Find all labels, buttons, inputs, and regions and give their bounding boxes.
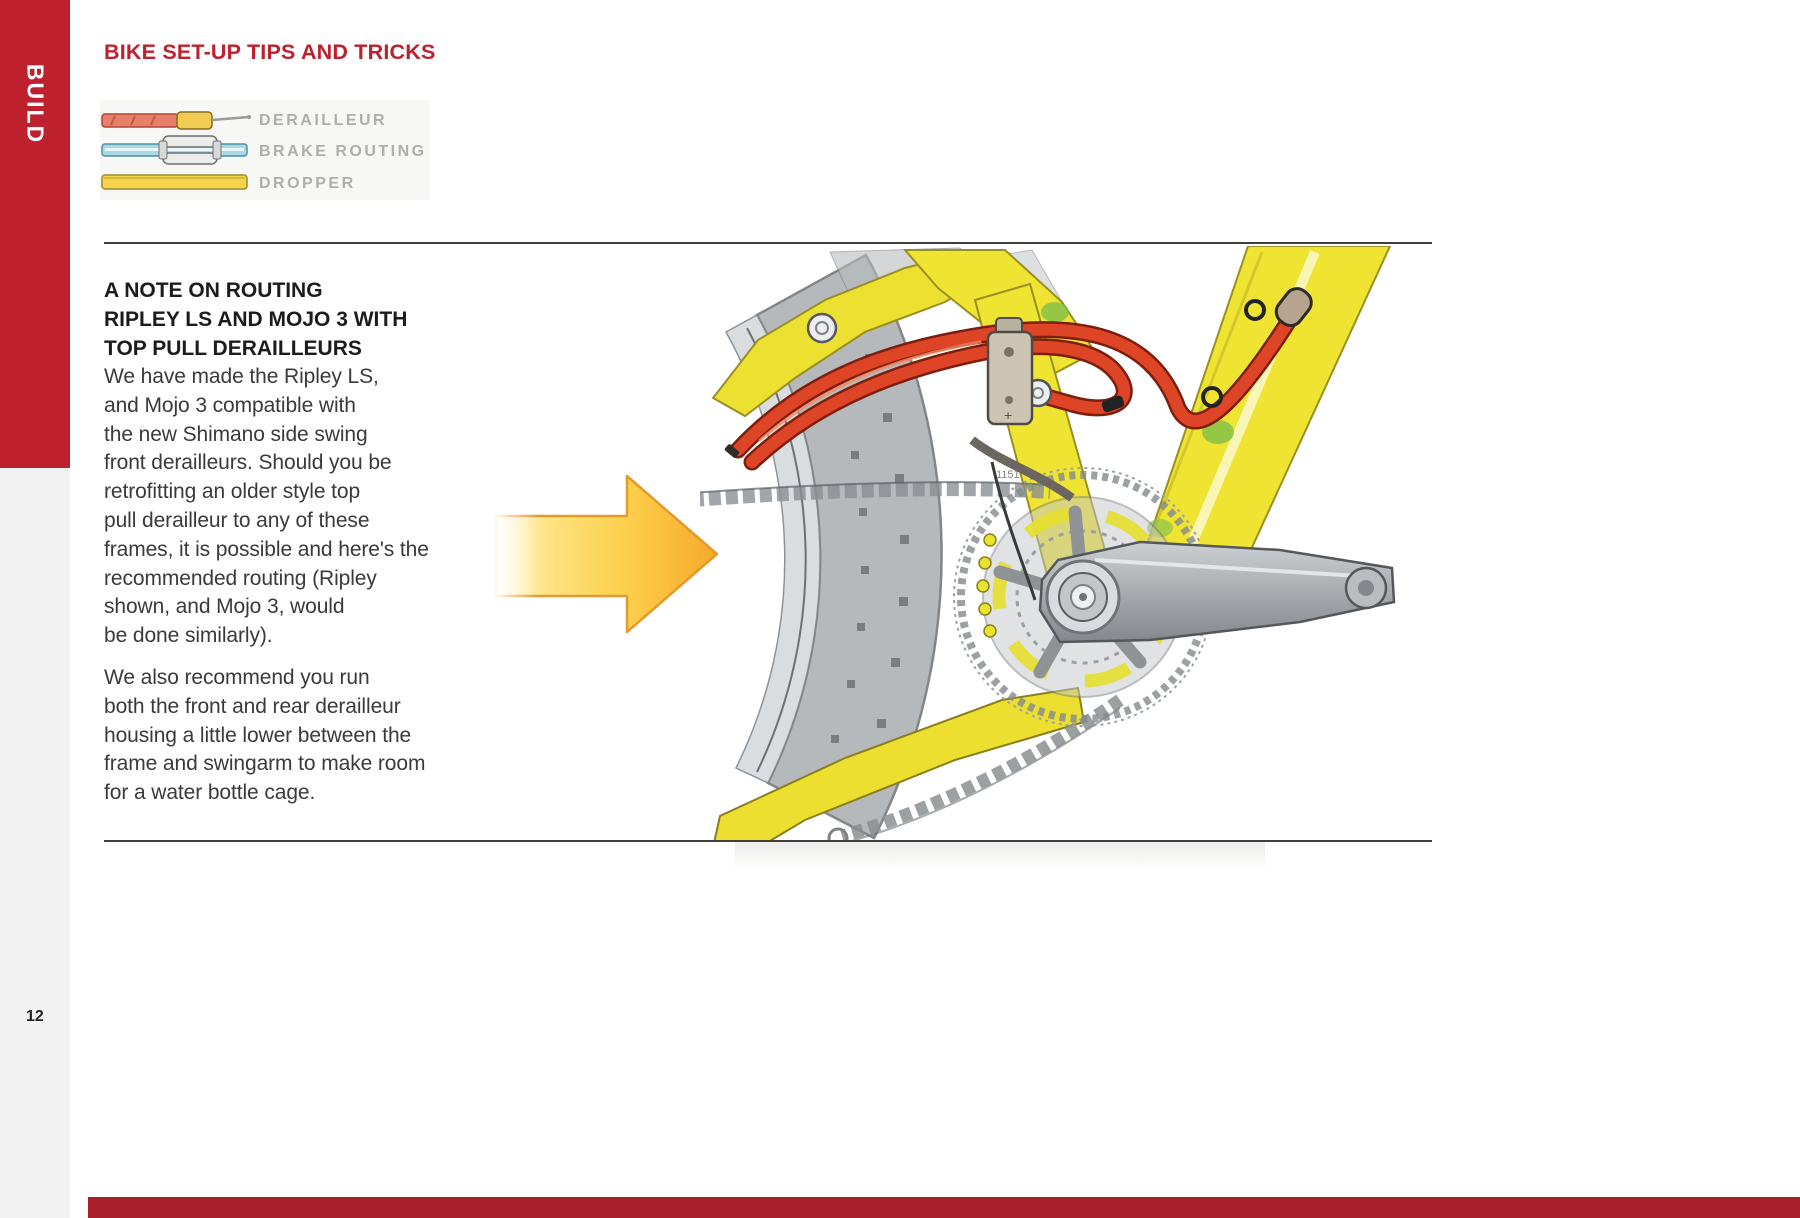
note-body-line: shown, and Mojo 3, would <box>104 595 345 619</box>
note-body-line: both the front and rear derailleur <box>104 694 401 718</box>
legend-label-brake: BRAKE ROUTING <box>259 143 427 160</box>
note-body-line: be done similarly). <box>104 624 273 648</box>
right-arrow-icon <box>492 468 727 645</box>
note-body-line: housing a little lower between the <box>104 723 412 747</box>
note-body-line: the new Shimano side swing <box>104 422 368 446</box>
note-body-line: recommended routing (Ripley <box>104 566 377 590</box>
footer-red-bar <box>88 1197 1800 1218</box>
crankset <box>953 467 1396 727</box>
divider-bottom <box>104 840 1432 842</box>
brake-cable-icon <box>101 135 248 165</box>
chain-top <box>691 481 1051 507</box>
front-derailleur: + 1151 <box>969 317 1075 601</box>
note-heading-line: RIPLEY LS AND MOJO 3 WITH <box>104 308 408 331</box>
divider-top <box>104 242 1432 244</box>
note-body-line: front derailleurs. Should you be <box>104 451 392 475</box>
note-body-line: We have made the Ripley LS, <box>104 365 379 388</box>
note-body-line: We also recommend you run <box>104 665 370 689</box>
cable-routing-legend: DERAILLEUR BRAKE ROUTING DROPPER <box>100 100 430 200</box>
chain-bottom <box>827 694 1124 849</box>
routing-note: A NOTE ON ROUTING RIPLEY LS AND MOJO 3 W… <box>104 276 429 808</box>
page-number: 12 <box>26 1008 44 1025</box>
build-section-rail <box>0 0 70 468</box>
derailleur-housing-red <box>729 307 1301 471</box>
svg-text:+: + <box>1004 407 1012 423</box>
dropper-cable-icon <box>101 174 248 190</box>
note-heading-line: TOP PULL DERAILLEURS <box>104 337 362 360</box>
svg-text:1151: 1151 <box>996 469 1020 481</box>
chainstay <box>710 686 1086 856</box>
note-body-line: for a water bottle cage. <box>104 781 316 805</box>
note-body-line: frames, it is possible and here's the <box>104 537 429 561</box>
left-margin-strip <box>0 468 70 1218</box>
legend-label-dropper: DROPPER <box>259 175 356 192</box>
page-title: BIKE SET-UP TIPS AND TRICKS <box>104 40 436 64</box>
derailleur-cable-icon <box>101 111 251 130</box>
bike-illustration: + 1151 <box>691 245 1440 856</box>
housing-end-cap <box>1274 287 1313 328</box>
build-rail-label: BUILD <box>22 63 49 145</box>
note-body-line: retrofitting an older style top <box>104 480 361 504</box>
note-heading-line: A NOTE ON ROUTING <box>104 279 323 302</box>
note-body-line: pull derailleur to any of these <box>104 508 370 532</box>
note-body-line: frame and swingarm to make room <box>104 752 426 776</box>
note-body-line: and Mojo 3 compatible with <box>104 393 356 417</box>
legend-label-derailleur: DERAILLEUR <box>259 112 388 129</box>
illustration-shadow <box>735 842 1265 872</box>
